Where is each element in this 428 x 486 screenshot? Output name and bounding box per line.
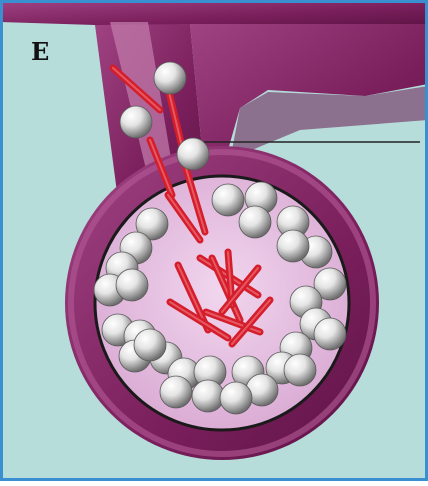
panel-label: E <box>31 40 49 64</box>
sphere <box>212 184 244 216</box>
sphere <box>120 106 152 138</box>
membrane-top-band <box>0 0 428 26</box>
sphere <box>134 329 166 361</box>
sphere <box>192 380 224 412</box>
sphere <box>116 269 148 301</box>
sphere <box>284 354 316 386</box>
sphere <box>314 318 346 350</box>
sphere <box>220 382 252 414</box>
sphere <box>154 62 186 94</box>
sphere <box>177 138 209 170</box>
sphere <box>277 230 309 262</box>
sphere <box>239 206 271 238</box>
sphere <box>160 376 192 408</box>
